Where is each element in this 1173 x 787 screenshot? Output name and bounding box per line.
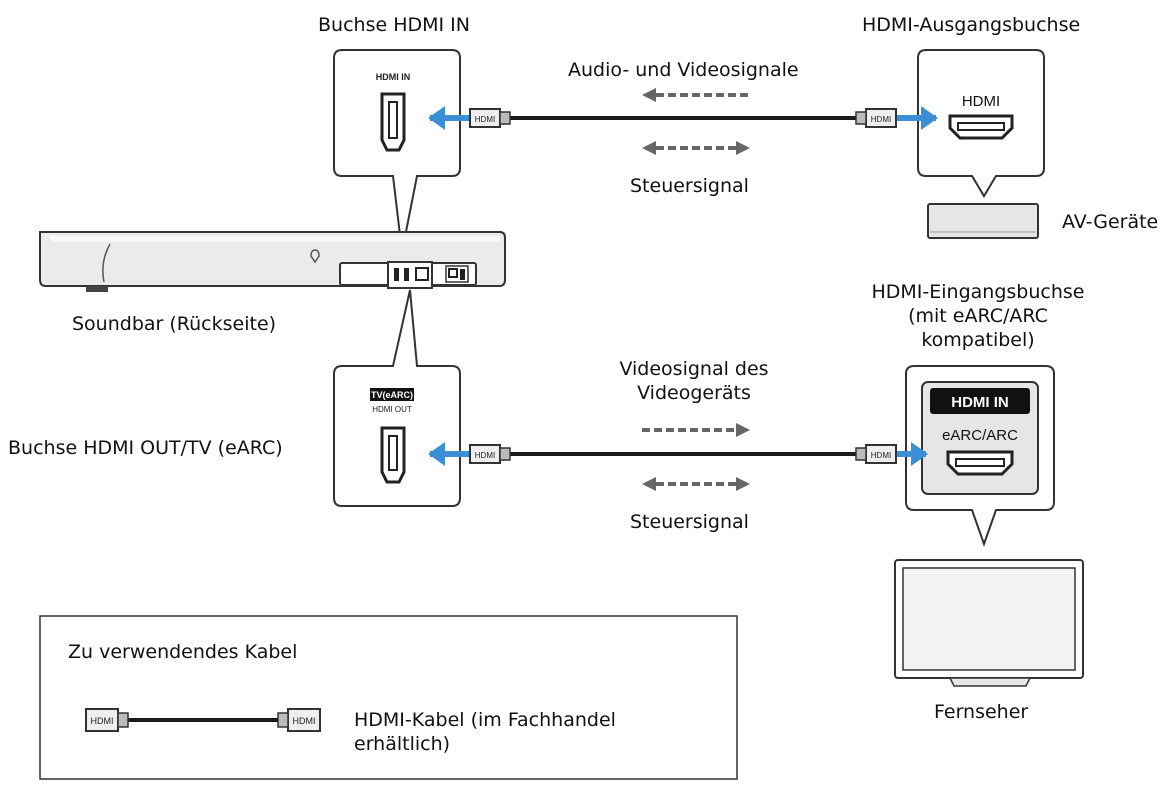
video-signal-label: Videosignal des Videogeräts [594, 357, 794, 405]
soundbar-body [39, 231, 506, 292]
cable-legend-title: Zu verwendendes Kabel [68, 641, 298, 663]
hdmi-plug-icon: HDMI [469, 108, 511, 128]
video-signal-label-line1: Videosignal des [619, 358, 769, 380]
plug-label: HDMI [871, 451, 891, 460]
hdmi-plug-icon: HDMI [855, 444, 897, 464]
tv-port-header-label: HDMI IN [951, 394, 1009, 411]
control-signal-top-label: Steuersignal [630, 175, 749, 197]
hdmi-plug-icon: HDMI [855, 108, 897, 128]
plug-label: HDMI [871, 115, 891, 124]
plug-label: HDMI [475, 451, 495, 460]
hdmi-output-jack-label: HDMI-Ausgangsbuchse [862, 14, 1081, 36]
av-devices-label: AV-Geräte [1062, 211, 1159, 233]
soundbar-hdmi-out-callout: TV(eARC) HDMI OUT [333, 289, 461, 507]
signal-arrow-left [642, 88, 750, 102]
soundbar-rear-label: Soundbar (Rückseite) [72, 313, 277, 335]
av-device-callout: HDMI [917, 49, 1045, 198]
hdmi-in-jack-label: Buchse HDMI IN [318, 14, 470, 36]
cable-legend-box: HDMI HDMI [39, 615, 738, 780]
cable-description: HDMI-Kabel (im Fachhandel erhältlich) [354, 708, 616, 756]
soundbar-out-port-label-1: TV(eARC) [371, 390, 413, 400]
hdmi-input-jack-label: HDMI-Eingangsbuchse (mit eARC/ARC kompat… [852, 280, 1104, 352]
tv-hdmi-in-callout: HDMI IN eARC/ARC [905, 365, 1055, 548]
soundbar-hdmi-in-callout: HDMI IN [333, 49, 461, 253]
hdmi-input-jack-label-line1: HDMI-Eingangsbuchse [871, 281, 1085, 303]
plug-label: HDMI [475, 115, 495, 124]
signal-arrow-bidirectional [642, 477, 750, 491]
hdmi-port-horizontal-icon [948, 114, 1014, 140]
hdmi-port-vertical-icon [380, 426, 406, 484]
bottom-hdmi-cable: HDMI HDMI [428, 442, 928, 466]
soundbar-out-port-label-2: HDMI OUT [372, 405, 412, 414]
soundbar-in-port-label: HDMI IN [376, 72, 411, 82]
top-hdmi-cable: HDMI HDMI [428, 106, 938, 130]
av-port-label: HDMI [962, 93, 1000, 110]
hdmi-input-jack-label-line3: kompatibel) [921, 329, 1035, 351]
television-label: Fernseher [934, 701, 1029, 723]
cable-description-line1: HDMI-Kabel (im Fachhandel [354, 709, 616, 731]
hdmi-out-tv-jack-label: Buchse HDMI OUT/TV (eARC) [8, 437, 283, 459]
control-signal-bottom-label: Steuersignal [630, 511, 749, 533]
signal-arrow-bidirectional [642, 141, 750, 155]
television-icon [894, 559, 1084, 687]
video-signal-label-line2: Videogeräts [637, 382, 751, 404]
hdmi-port-vertical-icon [380, 92, 406, 152]
hdmi-port-horizontal-icon [946, 450, 1014, 476]
plug-label: HDMI [91, 716, 114, 726]
hdmi-plug-icon: HDMI [277, 708, 321, 732]
tv-port-sub-label: eARC/ARC [942, 427, 1018, 444]
plug-label: HDMI [293, 716, 316, 726]
av-device-box [927, 203, 1039, 239]
hdmi-input-jack-label-line2: (mit eARC/ARC [908, 305, 1048, 327]
hdmi-plug-icon: HDMI [85, 708, 129, 732]
audio-video-signals-label: Audio- und Videosignale [568, 59, 799, 81]
hdmi-plug-icon: HDMI [469, 444, 511, 464]
signal-arrow-right [642, 423, 750, 437]
cable-description-line2: erhältlich) [354, 733, 451, 755]
